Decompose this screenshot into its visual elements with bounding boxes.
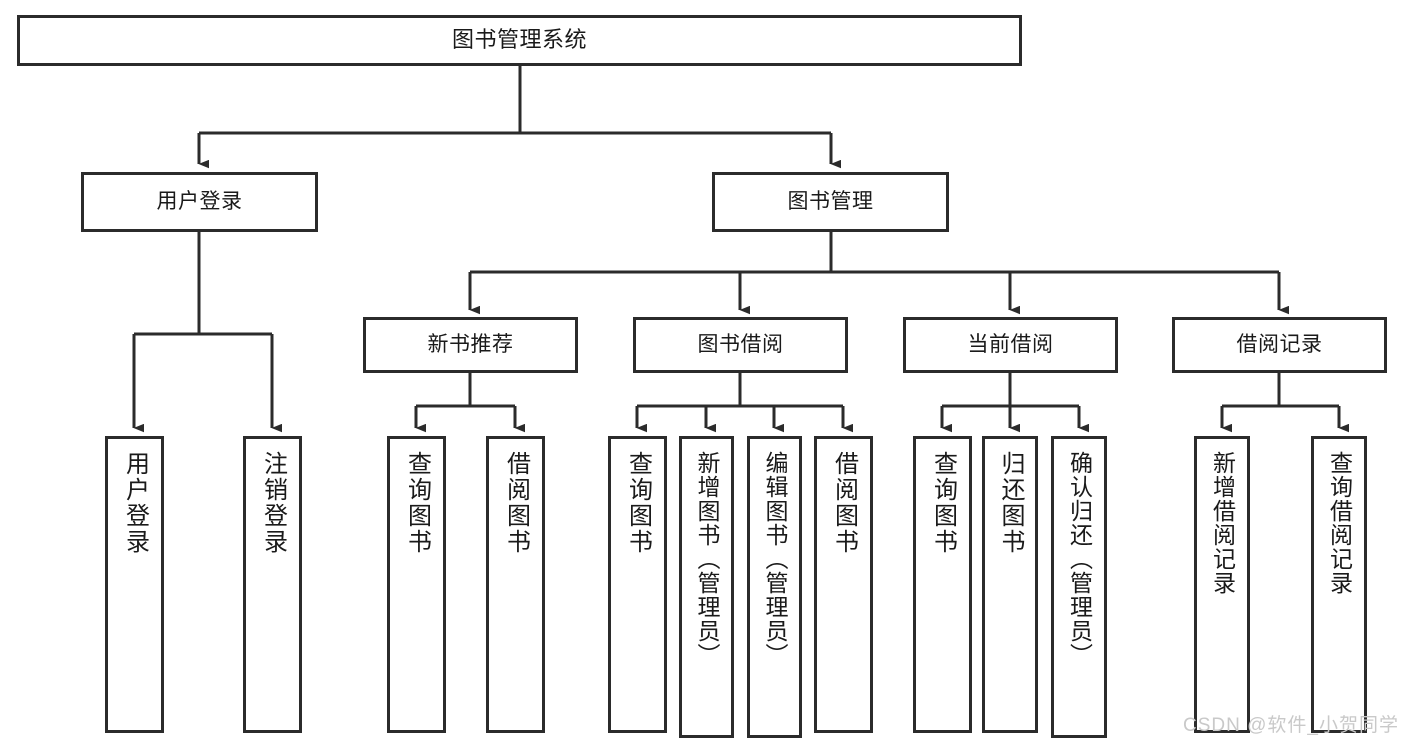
node-current-borrow[interactable]: 当前借阅: [903, 317, 1118, 373]
node-label: 借阅图书: [502, 451, 530, 555]
node-label: 新书推荐: [427, 333, 514, 357]
node-leaf-bb-query-book[interactable]: 查询图书: [608, 436, 667, 733]
node-book-borrow[interactable]: 图书借阅: [633, 317, 848, 373]
node-label: 用户登录: [156, 190, 243, 214]
node-borrow-record[interactable]: 借阅记录: [1172, 317, 1387, 373]
node-leaf-cb-query-book[interactable]: 查询图书: [913, 436, 972, 733]
node-label: 图书管理系统: [451, 27, 587, 53]
node-label: 归还图书: [997, 451, 1024, 555]
node-leaf-br-query-record[interactable]: 查询借阅记录: [1311, 436, 1367, 733]
node-leaf-rec-borrow-book[interactable]: 借阅图书: [486, 436, 545, 733]
node-label: 新增借阅记录: [1209, 451, 1236, 595]
node-leaf-user-logout[interactable]: 注销登录: [243, 436, 302, 733]
node-label: 查询图书: [624, 451, 652, 555]
node-leaf-user-login[interactable]: 用户登录: [105, 436, 164, 733]
node-user-login[interactable]: 用户登录: [81, 172, 318, 232]
node-label: 用户登录: [121, 451, 149, 555]
node-leaf-br-add-record[interactable]: 新增借阅记录: [1194, 436, 1250, 733]
node-label: 查询图书: [929, 451, 957, 555]
node-label: 当前借阅: [967, 333, 1054, 357]
node-label: 查询图书: [403, 451, 431, 555]
node-book-manage[interactable]: 图书管理: [712, 172, 949, 232]
node-label: 新增图书（管理员）: [694, 451, 720, 667]
node-label: 图书借阅: [697, 333, 784, 357]
node-label: 借阅记录: [1236, 333, 1323, 357]
node-label: 确认归还（管理员）: [1066, 451, 1093, 667]
node-leaf-bb-edit-book-admin[interactable]: 编辑图书（管理员）: [747, 436, 802, 738]
node-label: 借阅图书: [830, 451, 858, 555]
node-leaf-bb-add-book-admin[interactable]: 新增图书（管理员）: [679, 436, 734, 738]
node-label: 查询借阅记录: [1326, 451, 1353, 595]
node-leaf-rec-query-book[interactable]: 查询图书: [387, 436, 446, 733]
node-leaf-cb-confirm-return-admin[interactable]: 确认归还（管理员）: [1051, 436, 1107, 738]
node-leaf-cb-return-book[interactable]: 归还图书: [982, 436, 1038, 733]
node-label: 注销登录: [259, 451, 287, 555]
node-new-book-recommend[interactable]: 新书推荐: [363, 317, 578, 373]
node-label: 图书管理: [787, 190, 874, 214]
node-root-system[interactable]: 图书管理系统: [17, 15, 1022, 66]
node-label: 编辑图书（管理员）: [762, 451, 788, 667]
node-leaf-bb-borrow-book[interactable]: 借阅图书: [814, 436, 873, 733]
